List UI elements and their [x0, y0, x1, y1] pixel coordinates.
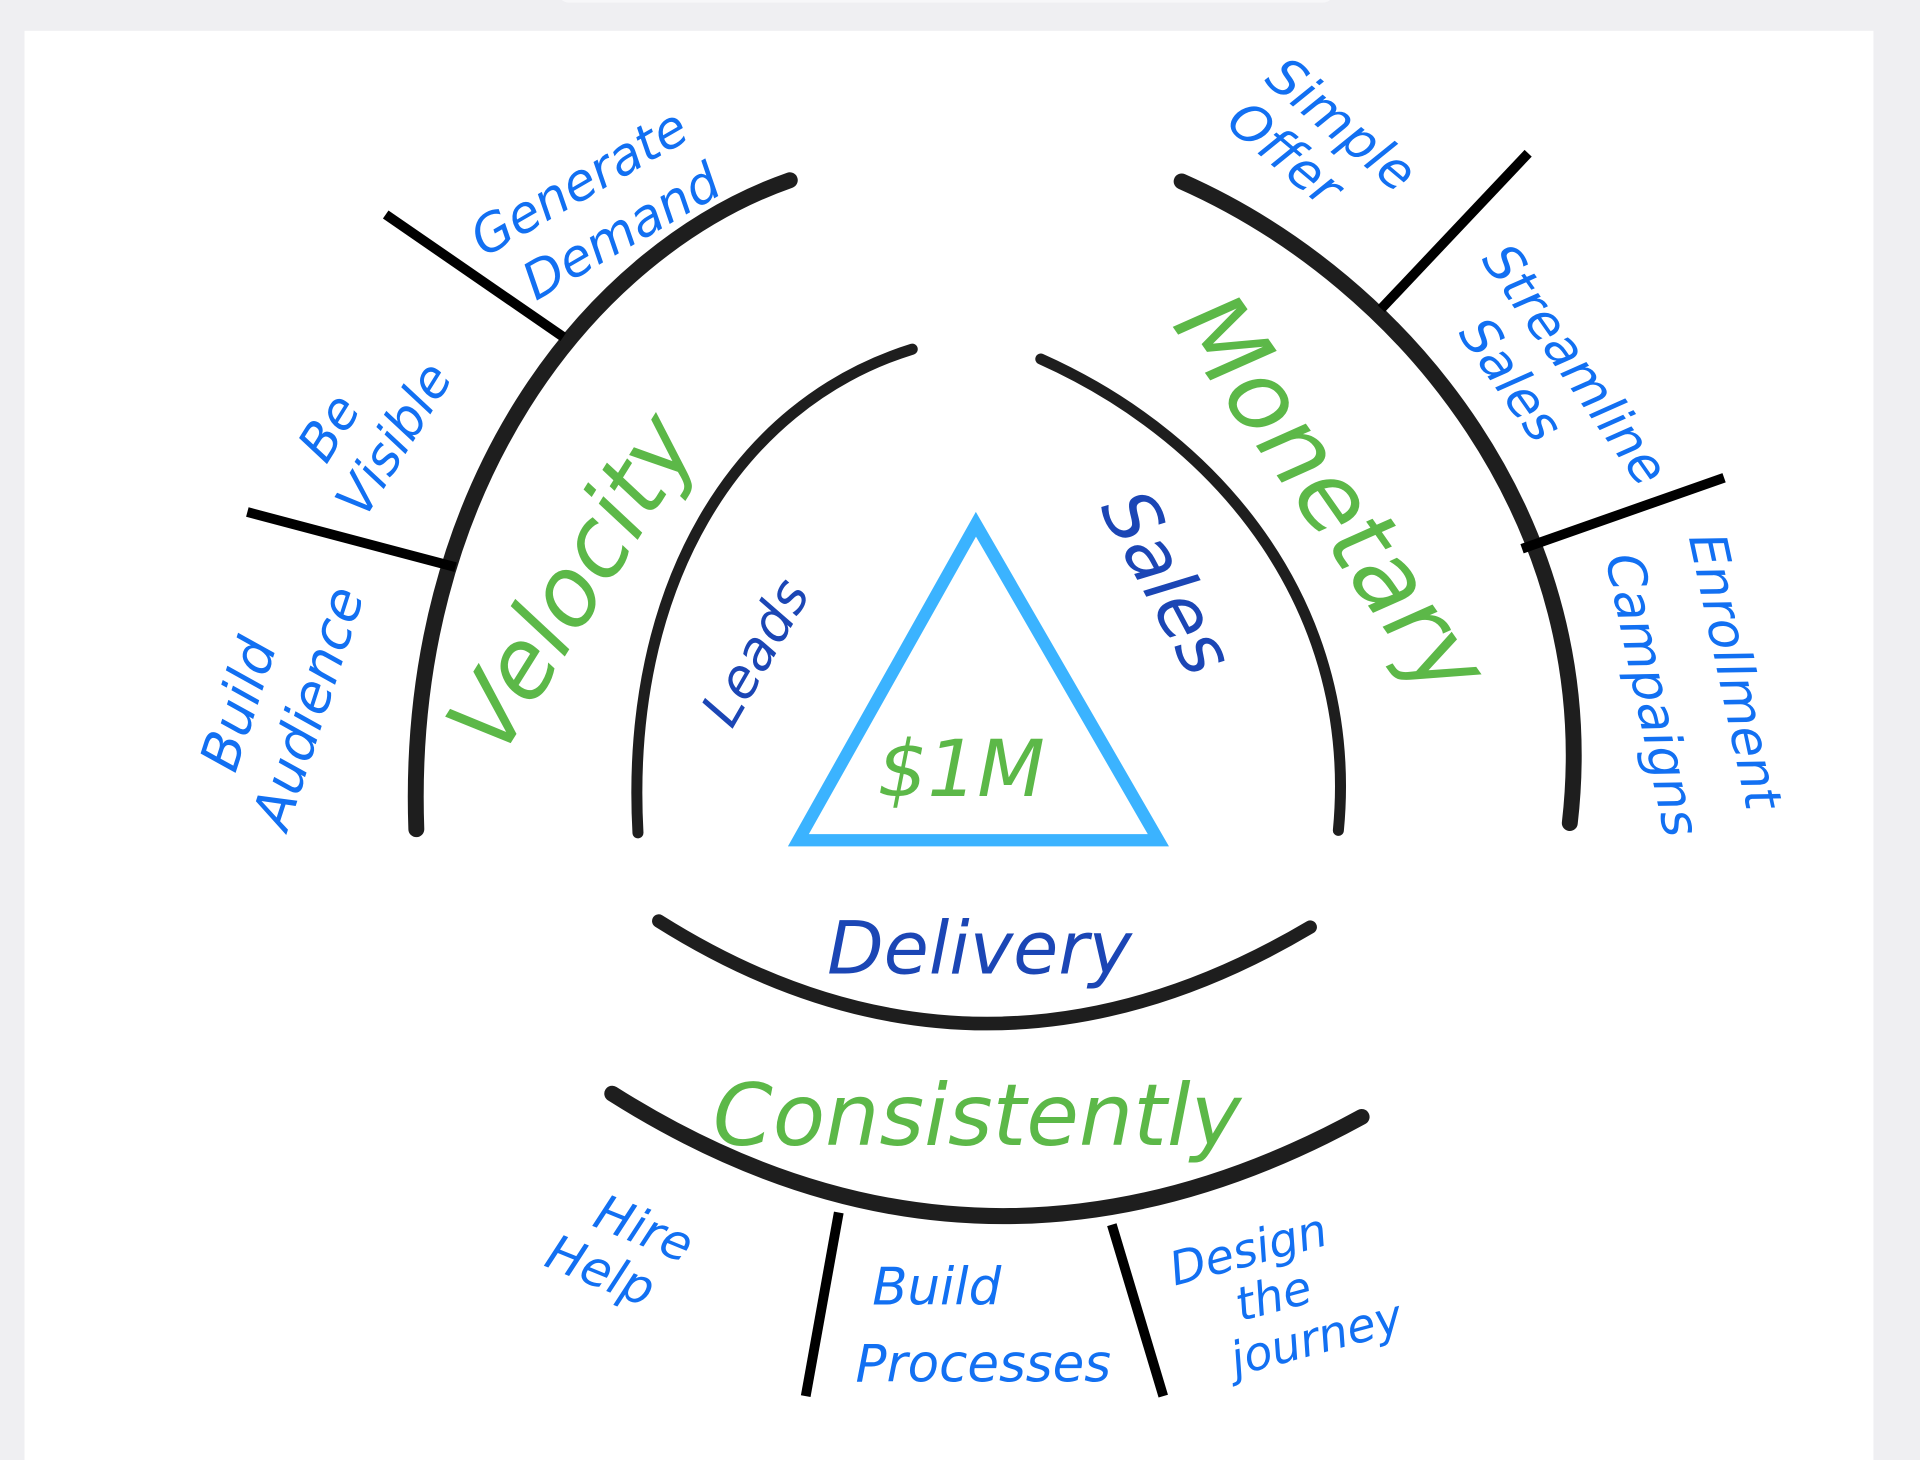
- spoke: [1520, 473, 1726, 554]
- delivery-arc: [652, 914, 1317, 1031]
- spoke: [246, 507, 457, 572]
- outer-left-arc: [407, 172, 798, 838]
- spoke: [800, 1211, 844, 1397]
- consistently-arc: [604, 1085, 1370, 1225]
- toolbar-edge: [561, 0, 1331, 3]
- spoke: [382, 210, 567, 341]
- step-label: Build: [872, 1257, 1001, 1317]
- step-label: Processes: [856, 1334, 1111, 1394]
- goal-triangle: [787, 511, 1169, 847]
- outer-right-arc: [1173, 173, 1582, 832]
- diagram-lines: [246, 149, 1726, 1398]
- goal-label: $1M: [878, 724, 1045, 815]
- delivery-label: Delivery: [827, 907, 1133, 992]
- consistently-title: Consistently: [713, 1066, 1243, 1166]
- inner-left-arc: [631, 343, 918, 839]
- inner-right-arc: [1035, 353, 1346, 836]
- spoke: [1377, 149, 1532, 313]
- spoke: [1107, 1223, 1168, 1398]
